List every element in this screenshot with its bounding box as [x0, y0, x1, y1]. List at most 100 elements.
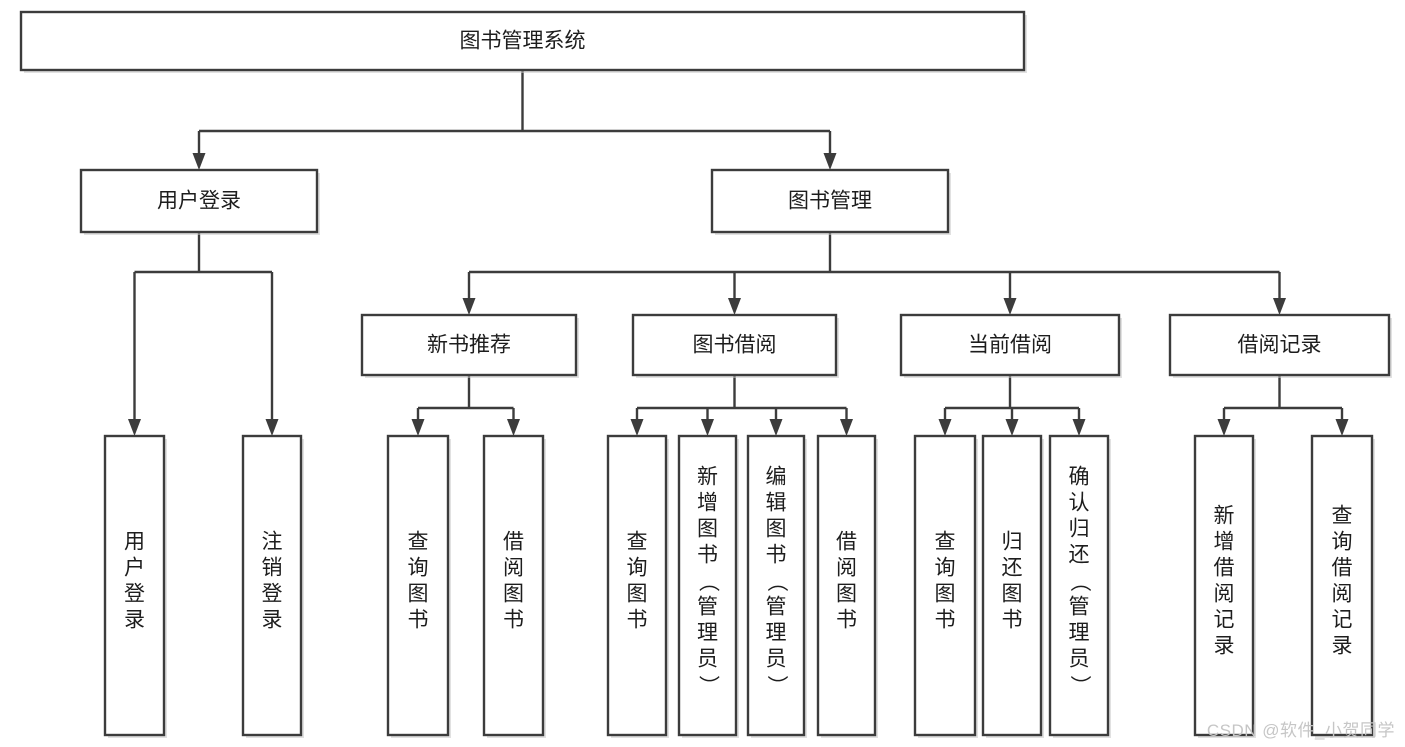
node-box[interactable] [79, 168, 319, 234]
node-label-char: 新 [1214, 505, 1235, 528]
node-label-char: 书 [836, 609, 857, 632]
node-label-char: 借 [503, 531, 524, 554]
arrow-head [728, 298, 741, 315]
node-label-char: 图 [935, 583, 956, 606]
node-box[interactable] [816, 434, 877, 737]
node-user-login[interactable]: 用户登录 [79, 168, 320, 235]
node-label-char: 书 [503, 609, 524, 632]
node-borrow-record[interactable]: 借阅记录 [1168, 313, 1392, 378]
node-label-char: 增 [697, 492, 718, 515]
node-label-char: 归 [1002, 531, 1023, 554]
node-label-char: 借 [1332, 557, 1353, 580]
node-label-char: 借 [1214, 557, 1235, 580]
node-label-char: 书 [408, 609, 429, 632]
node-label-char: 录 [262, 609, 283, 632]
node-box[interactable] [482, 434, 545, 737]
node-label-char: 录 [1332, 635, 1353, 658]
node-box[interactable] [1310, 434, 1374, 737]
node-label-char: 阅 [1214, 583, 1235, 606]
arrow-head [507, 419, 520, 436]
node-label-char: 增 [1214, 531, 1235, 554]
node-label-char: （ [1068, 571, 1091, 592]
node-label-char: ） [697, 675, 720, 696]
node-box[interactable] [606, 434, 668, 737]
arrow-head [1003, 298, 1017, 315]
node-label-char: 确 [1069, 466, 1090, 489]
node-box[interactable] [19, 10, 1026, 72]
arrow-head [630, 419, 644, 436]
node-box[interactable] [1168, 313, 1391, 377]
node-box[interactable] [103, 434, 166, 737]
node-box[interactable] [677, 434, 738, 737]
node-box[interactable] [710, 168, 950, 234]
node-label-char: ） [1068, 675, 1091, 696]
connector-layer [128, 70, 1349, 436]
node-label-char: 图 [627, 583, 648, 606]
node-label-char: 员 [1069, 648, 1090, 671]
node-label-char: 辑 [766, 492, 787, 515]
node-box[interactable] [1193, 434, 1255, 737]
node-label-char: （ [765, 571, 788, 592]
node-new-book-rec[interactable]: 新书推荐 [360, 313, 579, 378]
node-label-char: 注 [262, 531, 283, 554]
node-label-char: 书 [766, 544, 787, 567]
node-box[interactable] [1048, 434, 1110, 737]
node-label-char: 图 [503, 583, 524, 606]
arrow-head [192, 153, 206, 170]
arrow-head [1335, 419, 1349, 436]
arrow-head [462, 298, 476, 315]
arrow-head [840, 419, 853, 436]
node-box[interactable] [360, 313, 578, 377]
node-label-char: 户 [124, 557, 145, 580]
node-label-char: 记 [1332, 609, 1353, 632]
node-book-manage[interactable]: 图书管理 [710, 168, 951, 235]
node-label-char: 还 [1002, 557, 1023, 580]
node-book-borrow[interactable]: 图书借阅 [631, 313, 839, 378]
node-label-char: 图 [1002, 583, 1023, 606]
node-box[interactable] [981, 434, 1043, 737]
arrow-head [1273, 298, 1286, 315]
node-label-char: 书 [935, 609, 956, 632]
node-current-borrow[interactable]: 当前借阅 [899, 313, 1122, 378]
node-label-char: 查 [935, 531, 956, 554]
node-label-char: 书 [1002, 609, 1023, 632]
node-root[interactable]: 图书管理系统 [19, 10, 1027, 73]
node-box[interactable] [241, 434, 303, 737]
node-box[interactable] [899, 313, 1121, 377]
arrow-head [701, 419, 714, 436]
node-label-char: （ [697, 571, 720, 592]
node-box[interactable] [913, 434, 977, 737]
node-label-char: 登 [262, 583, 283, 606]
node-leaf-user-login[interactable]: 用户登录 [103, 434, 167, 738]
node-box[interactable] [386, 434, 450, 737]
arrow-head [938, 419, 952, 436]
node-label-char: 登 [124, 583, 145, 606]
node-label-char: 查 [627, 531, 648, 554]
node-label-char: 销 [262, 557, 283, 580]
node-label-char: 借 [836, 531, 857, 554]
node-layer: 图书管理系统用户登录图书管理新书推荐图书借阅当前借阅借阅记录用户登录注销登录查询… [19, 10, 1392, 738]
node-label: 图书管理 [788, 190, 872, 213]
node-box[interactable] [631, 313, 838, 377]
node-box[interactable] [746, 434, 806, 737]
node-label-char: 理 [1069, 622, 1090, 645]
node-label-vertical: 用户登录 [124, 531, 145, 632]
